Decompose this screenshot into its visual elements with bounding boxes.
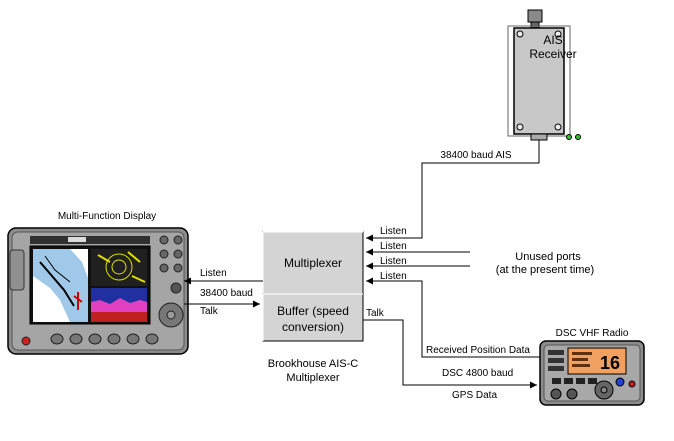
multiplexer-caption-1: Brookhouse AIS-C: [268, 358, 359, 370]
led-icon: [575, 134, 581, 140]
led-icon: [566, 134, 572, 140]
multiplexer-caption-2: Multiplexer: [286, 372, 340, 384]
buffer-label-2: conversion): [282, 320, 344, 334]
mfd-baud-label: 38400 baud: [200, 288, 253, 299]
gps-data-label: GPS Data: [452, 390, 497, 401]
listen-label-1: Listen: [380, 226, 407, 237]
connection-lines: [184, 140, 540, 389]
mfd-listen-label: Listen: [200, 268, 227, 279]
antenna-connector-icon: [527, 9, 543, 23]
ais-receiver: AIS Receiver: [507, 9, 581, 141]
radio-channel: 16: [600, 353, 620, 373]
buffer-label-1: Buffer (speed: [277, 304, 349, 318]
dsc-baud-label: DSC 4800 baud: [442, 368, 513, 379]
unused-ports-label-1: Unused ports: [515, 251, 581, 263]
buffer-talk-label: Talk: [366, 308, 385, 319]
dsc-vhf-radio: DSC VHF Radio 16: [539, 328, 645, 406]
multiplexer-unit: Multiplexer Buffer (speed conversion) Br…: [262, 231, 364, 384]
listen-label-4: Listen: [380, 271, 407, 282]
power-button-icon: [21, 336, 31, 346]
multiplexer-label: Multiplexer: [284, 256, 342, 270]
ais-baud-label: 38400 baud AIS: [440, 150, 512, 161]
received-position-label: Received Position Data: [426, 345, 530, 356]
listen-label-3: Listen: [380, 256, 407, 267]
buffer-box: [262, 293, 364, 342]
ais-receiver-label-1: AIS: [543, 33, 562, 47]
unused-ports-label-2: (at the present time): [496, 264, 594, 276]
mfd-talk-label: Talk: [200, 306, 219, 317]
connection-labels: 38400 baud AIS Listen Listen Listen List…: [200, 150, 594, 401]
ais-receiver-label-2: Receiver: [529, 47, 576, 61]
listen-label-2: Listen: [380, 241, 407, 252]
vhf-radio-title: DSC VHF Radio: [556, 328, 629, 339]
mfd-title: Multi-Function Display: [58, 211, 156, 222]
multi-function-display: Multi-Function Display: [7, 211, 189, 355]
